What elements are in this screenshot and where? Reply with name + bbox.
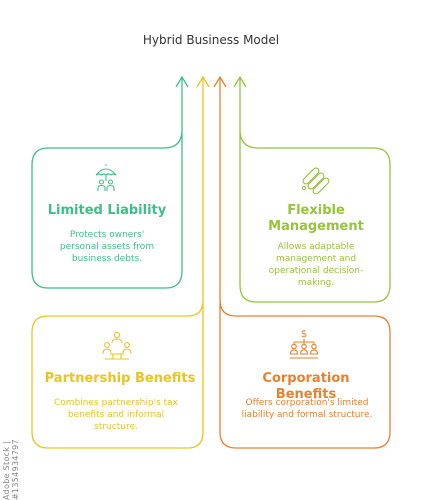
limited-liability-description: Protects owners' personal assets from bu…	[59, 230, 155, 264]
flexible-management-connector	[239, 78, 391, 303]
umbrella-people-icon	[95, 164, 117, 191]
flexible-management-arrowhead	[233, 75, 247, 88]
dollar-org-chart-icon: $	[289, 329, 319, 359]
corporation-benefits-connector	[219, 78, 391, 449]
limited-liability-arrowhead	[175, 75, 189, 88]
svg-text:$: $	[301, 329, 307, 340]
gears-chain-icon	[301, 167, 330, 194]
limited-liability-title: Limited Liability	[47, 203, 167, 218]
flexible-management-description: Allows adaptable management and operatio…	[268, 242, 364, 288]
flexible-management-title: Flexible Management	[268, 203, 364, 234]
corporation-benefits-title: Corporation Benefits	[262, 371, 350, 402]
partnership-benefits-connector	[31, 78, 204, 449]
partners-table-icon	[102, 331, 132, 360]
partnership-benefits-arrowhead	[196, 75, 210, 88]
stock-watermark: Adobe Stock | #1354934797	[2, 439, 20, 500]
partnership-benefits-description: Combines partnership's tax benefits and …	[54, 398, 178, 432]
limited-liability-connector	[31, 78, 183, 289]
diagram-title: Hybrid Business Model	[142, 33, 280, 47]
corporation-benefits-description: Offers corporation's limited liability a…	[241, 398, 373, 420]
corporation-benefits-arrowhead	[213, 75, 227, 88]
partnership-benefits-title: Partnership Benefits	[44, 371, 196, 386]
